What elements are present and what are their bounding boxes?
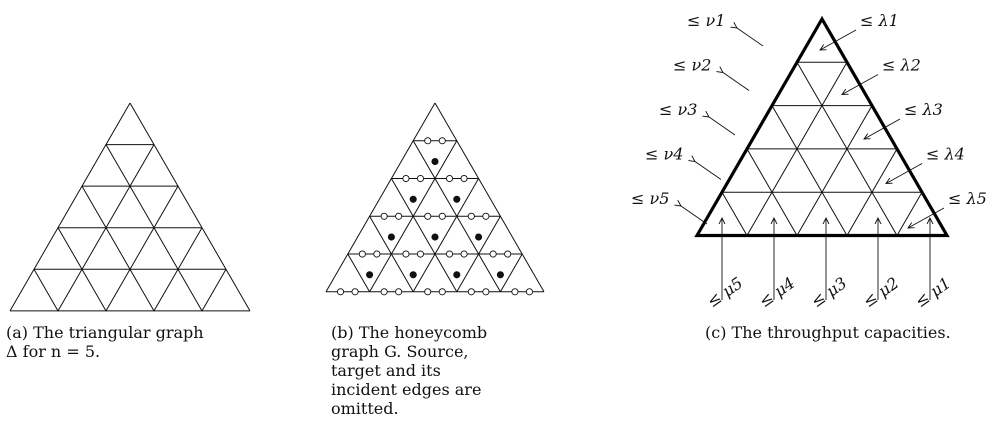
honeycomb-vertex (416, 174, 425, 183)
cap-edge-e1 (746, 62, 848, 236)
honeycomb-vertex (358, 250, 366, 258)
honeycomb-vertex (482, 288, 490, 296)
honeycomb-vertex-filled (431, 157, 439, 166)
honeycomb-vertex (373, 250, 381, 258)
cap-edge-e3 (846, 148, 898, 236)
tri-edge-e3 (153, 227, 203, 312)
honeycomb-vertex (438, 288, 446, 296)
arrow-nu-2 (723, 73, 750, 91)
honeycomb-vertex (438, 137, 446, 145)
label-nu-1: ≤ ν1 (687, 11, 725, 30)
hc-edge-e0 (325, 102, 436, 293)
arrow-nu-1 (737, 28, 764, 47)
arrow-lambda-4 (886, 163, 923, 184)
honeycomb-vertex (402, 174, 410, 183)
arrow-lambda-3 (864, 118, 901, 139)
hc-edge-e1 (369, 140, 458, 293)
honeycomb-vertex-filled (366, 271, 374, 279)
label-lambda-1: ≤ λ1 (860, 11, 899, 30)
label-lambda-4: ≤ λ4 (926, 145, 965, 164)
honeycomb-vertex (395, 288, 403, 296)
label-mu-1: ≤ μ1 (911, 273, 954, 311)
honeycomb-vertex (351, 288, 359, 296)
hc-edge-d4 (347, 253, 371, 293)
honeycomb-vertex-filled (409, 271, 417, 279)
honeycomb-vertex (416, 250, 425, 258)
honeycomb-vertex (525, 288, 534, 296)
label-mu-4: ≤ μ4 (755, 273, 798, 311)
honeycomb-vertex (424, 137, 432, 145)
arrow-lambda-1 (820, 29, 857, 50)
tri-edge-e4 (201, 269, 227, 312)
honeycomb-vertex-filled (409, 195, 417, 203)
tri-edge-e2 (105, 185, 179, 312)
honeycomb-vertex (445, 174, 454, 183)
honeycomb-vertex (467, 288, 475, 296)
arrow-lambda-5 (908, 207, 945, 228)
label-nu-5: ≤ ν5 (631, 189, 669, 208)
throughput-diagram: ≤ ν1 ≤ ν2 ≤ ν3 ≤ ν4 ≤ ν5 ≤ λ1 ≤ λ2 ≤ λ3 ≤ λ4 ≤ λ5… (631, 11, 987, 311)
label-nu-2: ≤ ν2 (673, 56, 711, 75)
cap-edge-e4 (896, 191, 923, 236)
label-nu-4: ≤ ν4 (645, 145, 683, 164)
cap-edge-d4 (721, 191, 748, 236)
honeycomb-vertex (424, 288, 432, 296)
tri-edge-e0 (9, 102, 131, 312)
honeycomb-vertex-filled (453, 271, 461, 279)
honeycomb-vertex (460, 174, 468, 183)
honeycomb-vertex-filled (387, 233, 395, 241)
triangular-graph (9, 102, 251, 312)
arrow-nu-3 (709, 117, 736, 136)
label-lambda-2: ≤ λ2 (882, 56, 921, 75)
honeycomb-vertex (460, 250, 468, 258)
caption-a: (a) The triangular graph Δ for n = 5. (6, 323, 204, 361)
honeycomb-vertex (395, 212, 403, 220)
honeycomb-vertex (438, 212, 446, 220)
honeycomb-vertex (445, 250, 454, 258)
honeycomb-vertex (482, 212, 490, 220)
honeycomb-vertex (467, 212, 475, 220)
honeycomb-vertex (336, 288, 345, 296)
label-mu-3: ≤ μ3 (807, 273, 850, 311)
honeycomb-vertex-filled (431, 233, 439, 241)
hc-edge-e3 (456, 216, 501, 293)
caption-c: (c) The throughput capacities. (705, 323, 951, 342)
honeycomb-vertex-filled (453, 195, 461, 203)
honeycomb-vertex (504, 250, 512, 258)
arrow-lambda-2 (842, 74, 879, 95)
hc-edge-e2 (412, 178, 480, 293)
honeycomb-vertex-filled (496, 271, 504, 279)
honeycomb-vertex (511, 288, 519, 296)
honeycomb-vertex (380, 288, 388, 296)
outer-triangle (694, 15, 950, 238)
honeycomb-vertex (424, 212, 432, 220)
hc-edge-d0 (434, 102, 545, 293)
honeycomb-vertex (380, 212, 388, 220)
cap-edge-e2 (796, 105, 873, 236)
honeycomb-graph (325, 102, 545, 296)
honeycomb-vertex-filled (475, 233, 483, 241)
label-nu-3: ≤ ν3 (659, 100, 697, 119)
arrow-nu-5 (681, 206, 708, 225)
label-lambda-3: ≤ λ3 (904, 100, 943, 119)
label-lambda-5: ≤ λ5 (948, 189, 987, 208)
honeycomb-vertex (402, 250, 410, 258)
hc-edge-e4 (499, 253, 523, 293)
tri-edge-d0 (129, 102, 251, 312)
label-mu-5: ≤ μ5 (703, 273, 746, 311)
arrow-nu-4 (695, 162, 722, 180)
tri-edge-d4 (33, 269, 59, 312)
honeycomb-vertex (489, 250, 497, 258)
cap-edge-d2 (771, 105, 848, 236)
tri-edge-e1 (57, 144, 155, 312)
hc-edge-d2 (390, 178, 458, 293)
tri-edge-d2 (81, 185, 155, 312)
label-mu-2: ≤ μ2 (859, 273, 902, 311)
caption-b: (b) The honeycomb graph G. Source, targe… (331, 323, 488, 418)
